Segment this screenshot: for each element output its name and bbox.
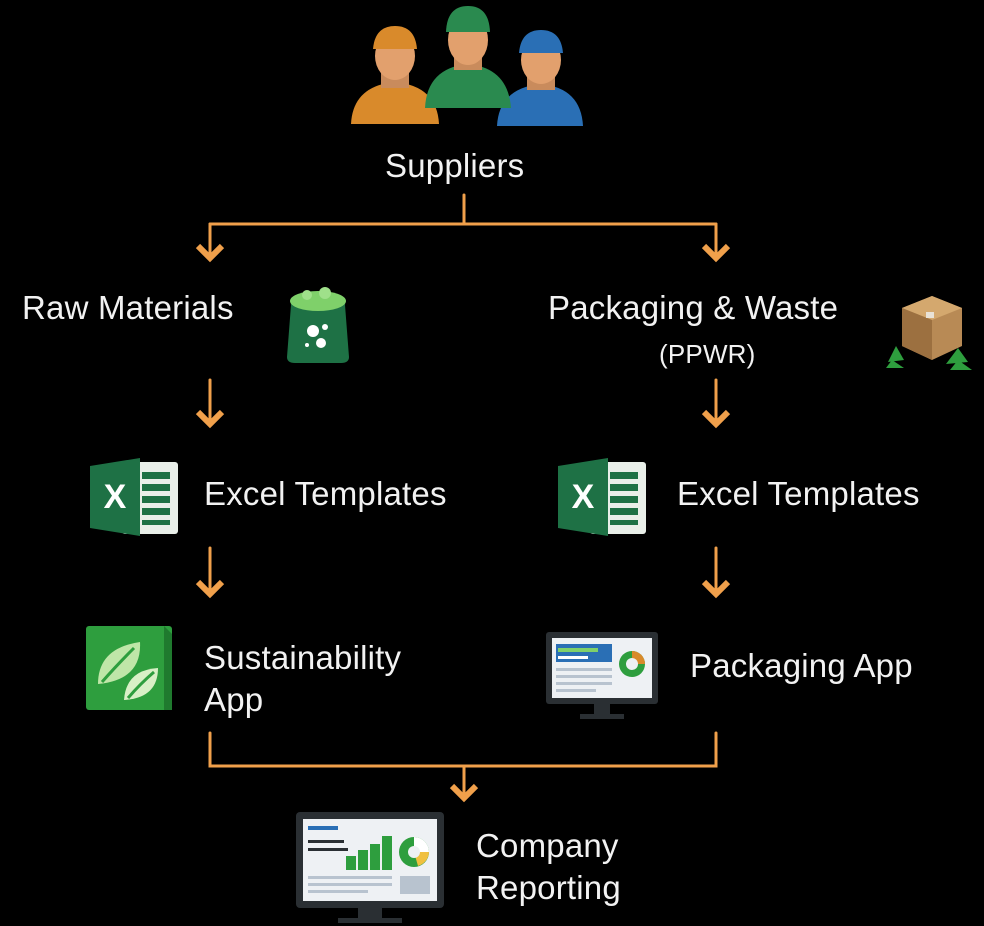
excel-icon: X (90, 458, 178, 536)
packaging-waste-label: Packaging & Waste (548, 289, 839, 326)
sustainability-app-label-line2: App (204, 681, 264, 718)
excel-icon: X (558, 458, 646, 536)
excel-templates-right-label: Excel Templates (677, 475, 920, 512)
svg-text:X: X (572, 478, 595, 516)
material-sack-icon (287, 287, 349, 363)
merge-connector (208, 731, 718, 768)
suppliers-label: Suppliers (385, 147, 525, 184)
split-connector (208, 193, 718, 226)
sustainability-app-label-line1: Sustainability (204, 639, 402, 676)
leaf-app-icon (86, 626, 172, 710)
report-monitor-icon (296, 812, 444, 923)
svg-text:X: X (104, 478, 127, 516)
people-group-icon (351, 6, 583, 126)
packaging-app-label: Packaging App (690, 647, 913, 684)
dashboard-monitor-icon (546, 632, 658, 719)
excel-templates-left-label: Excel Templates (204, 475, 447, 512)
company-reporting-label-line1: Company (476, 827, 619, 864)
company-reporting-label-line2: Reporting (476, 869, 621, 906)
raw-materials-label: Raw Materials (22, 289, 234, 326)
ppwr-label: (PPWR) (659, 339, 756, 369)
box-recycle-icon (886, 296, 972, 370)
